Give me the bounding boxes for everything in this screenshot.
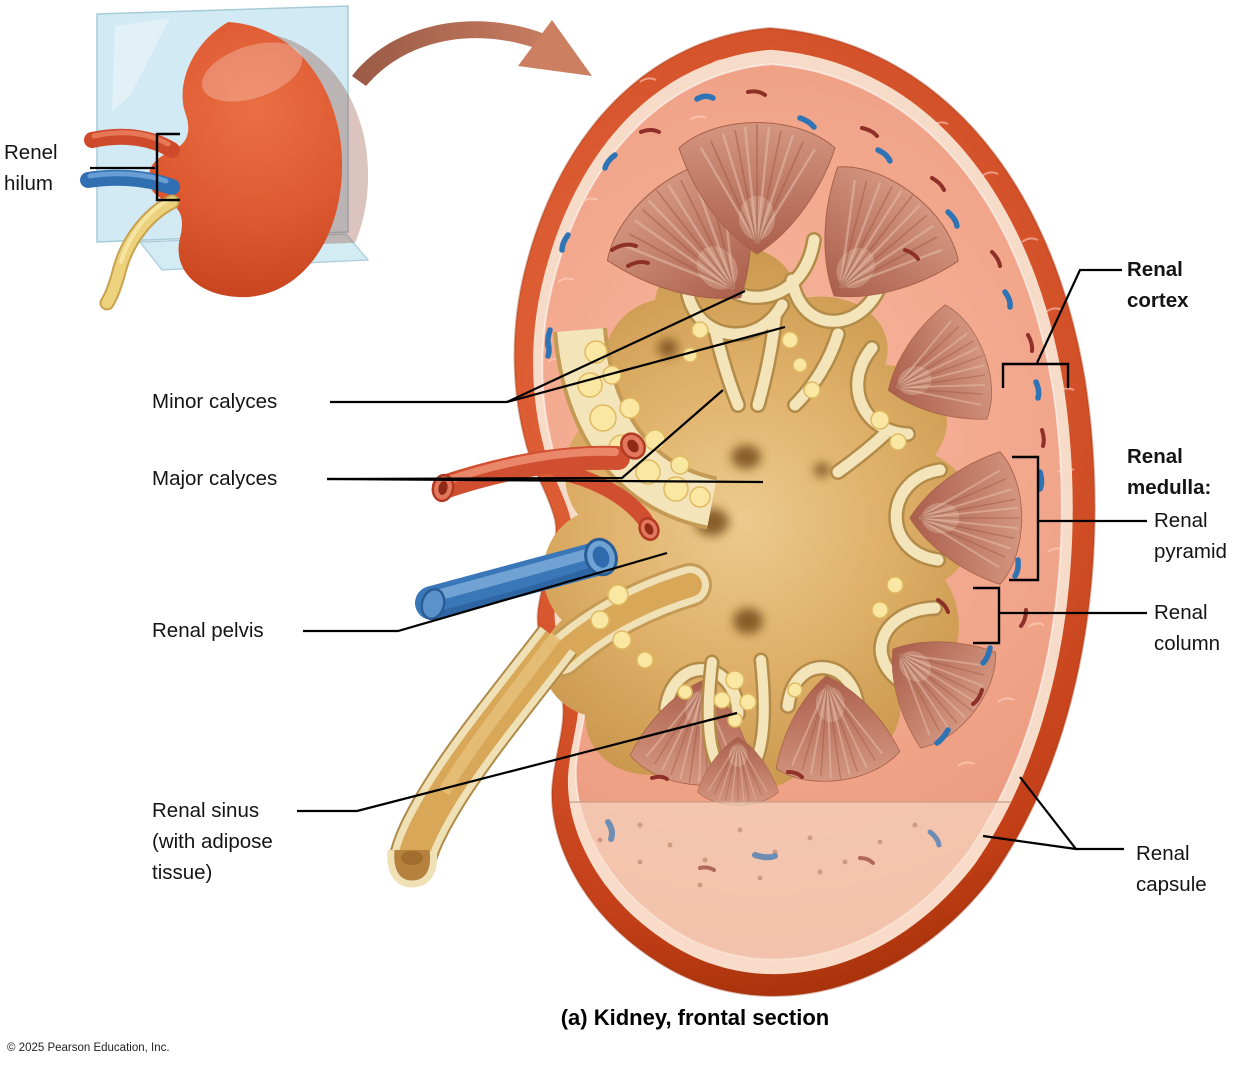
label-renal-pelvis: Renal pelvis xyxy=(152,615,264,646)
label-line: cortex xyxy=(1127,289,1189,312)
cortical-vessels xyxy=(545,89,1046,781)
label-renal-hilum: Renel hilum xyxy=(4,137,58,199)
inset-renal-vein xyxy=(80,169,180,195)
label-line: (with adipose xyxy=(152,830,273,853)
label-line: Renal pelvis xyxy=(152,619,264,642)
label-renal-capsule: Renal capsule xyxy=(1136,838,1207,900)
leader-minor-calyces-2 xyxy=(506,325,786,404)
inset-renal-artery xyxy=(84,128,180,158)
label-line: Major calyces xyxy=(152,467,278,490)
ureter xyxy=(387,625,578,888)
copyright-notice: © 2025 Pearson Education, Inc. xyxy=(7,1042,170,1054)
label-major-calyces: Major calyces xyxy=(152,463,277,494)
leader-major-calyces-2 xyxy=(326,389,724,481)
label-line: column xyxy=(1154,632,1221,655)
hilum-bracket xyxy=(155,132,180,202)
label-line: Renal xyxy=(1127,258,1183,281)
label-line: medulla: xyxy=(1127,476,1212,499)
cortex-texture xyxy=(547,55,1075,767)
leader-renal-sinus xyxy=(297,711,738,813)
section-arrow-icon xyxy=(352,20,592,86)
sinus-depressions xyxy=(658,339,830,634)
leader-renal-capsule-2 xyxy=(982,834,1077,851)
leader-lines xyxy=(90,166,1147,851)
bracket-renal-column xyxy=(973,586,1001,645)
plane-glare xyxy=(112,18,170,112)
label-line: Renal sinus xyxy=(152,799,260,822)
label-line: Minor calyces xyxy=(152,390,278,413)
label-renal-medulla: Renal medulla: xyxy=(1127,441,1211,503)
inset-whole-kidney xyxy=(80,5,370,311)
adipose-tissue xyxy=(577,321,907,728)
label-line: tissue) xyxy=(152,861,213,884)
bracket-renal-pyramid xyxy=(1009,455,1040,582)
leader-renal-pelvis xyxy=(303,551,668,633)
label-line: Renal xyxy=(1136,842,1190,865)
leader-renal-cortex xyxy=(1036,268,1122,364)
label-renal-column: Renal column xyxy=(1154,597,1220,659)
renal-vein xyxy=(415,537,618,621)
label-line: Renal xyxy=(1154,509,1208,532)
kidney-highlight xyxy=(201,42,303,102)
label-line: Renal xyxy=(1154,601,1208,624)
label-line: capsule xyxy=(1136,873,1207,896)
bottom-calyx-cup xyxy=(696,652,780,806)
label-renal-cortex: Renal cortex xyxy=(1127,254,1189,316)
renal-pelvis xyxy=(540,563,712,677)
label-line: hilum xyxy=(4,172,53,195)
label-renal-pyramid: Renal pyramid xyxy=(1154,505,1227,567)
label-line: Renel xyxy=(4,141,58,164)
bracket-renal-cortex xyxy=(1001,362,1070,388)
label-renal-sinus: Renal sinus (with adipose tissue) xyxy=(152,795,273,888)
label-line: pyramid xyxy=(1154,540,1227,563)
label-line: Renal xyxy=(1127,445,1183,468)
figure-caption: (a) Kidney, frontal section xyxy=(560,1005,830,1030)
label-minor-calyces: Minor calyces xyxy=(152,386,277,417)
inset-ureter xyxy=(99,194,180,311)
main-kidney-section xyxy=(387,27,1096,997)
